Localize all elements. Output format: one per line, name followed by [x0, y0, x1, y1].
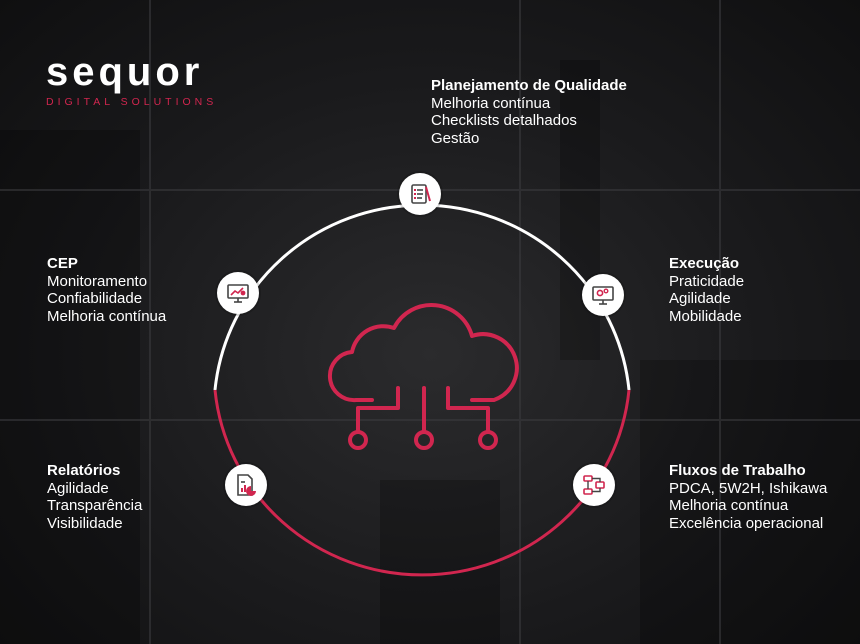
block-item: Melhoria contínua	[669, 497, 789, 514]
block-title: CEP	[47, 255, 78, 272]
node-execucao	[582, 274, 624, 316]
block-fluxos: Fluxos de Trabalho PDCA, 5W2H, Ishikawa …	[669, 462, 827, 532]
block-cep: CEP Monitoramento Confiabilidade Melhori…	[47, 255, 166, 325]
block-item: Gestão	[431, 129, 480, 147]
block-item: Excelência operacional	[669, 514, 824, 532]
node-relatorios	[225, 464, 267, 506]
report-chart-icon	[237, 474, 256, 496]
node-cep	[217, 272, 259, 314]
block-item: PDCA, 5W2H, Ishikawa	[669, 479, 828, 497]
checklist-icon	[411, 184, 431, 204]
block-item: Confiabilidade	[47, 290, 143, 307]
block-planejamento: Planejamento de Qualidade Melhoria contí…	[431, 77, 627, 147]
workflow-icon	[583, 475, 605, 495]
logo-wordmark: sequor	[46, 50, 204, 94]
block-item: Monitoramento	[47, 272, 148, 290]
block-item: Transparência	[47, 497, 143, 514]
block-item: Visibilidade	[47, 514, 123, 532]
block-execucao: Execução Praticidade Agilidade Mobilidad…	[669, 255, 744, 325]
node-fluxos	[573, 464, 615, 506]
block-item: Mobilidade	[669, 307, 742, 325]
logo: sequor DIGITAL SOLUTIONS	[46, 52, 236, 108]
block-title: Execução	[669, 255, 740, 272]
block-item: Checklists detalhados	[431, 112, 577, 129]
block-title: Fluxos de Trabalho	[669, 462, 806, 479]
logo-tagline: DIGITAL SOLUTIONS	[46, 96, 218, 108]
node-planejamento	[399, 173, 441, 215]
cloud-network-icon	[327, 303, 519, 450]
block-item: Praticidade	[669, 272, 745, 290]
block-item: Melhoria contínua	[431, 94, 551, 112]
block-title: Relatórios	[47, 462, 121, 479]
block-title: Planejamento de Qualidade	[431, 77, 627, 94]
block-relatorios: Relatórios Agilidade Transparência Visib…	[47, 462, 142, 532]
monitor-chart-icon	[227, 284, 249, 303]
monitor-gears-icon	[592, 286, 614, 305]
block-item: Agilidade	[47, 479, 109, 497]
block-item: Agilidade	[669, 290, 731, 307]
block-item: Melhoria contínua	[47, 307, 167, 325]
